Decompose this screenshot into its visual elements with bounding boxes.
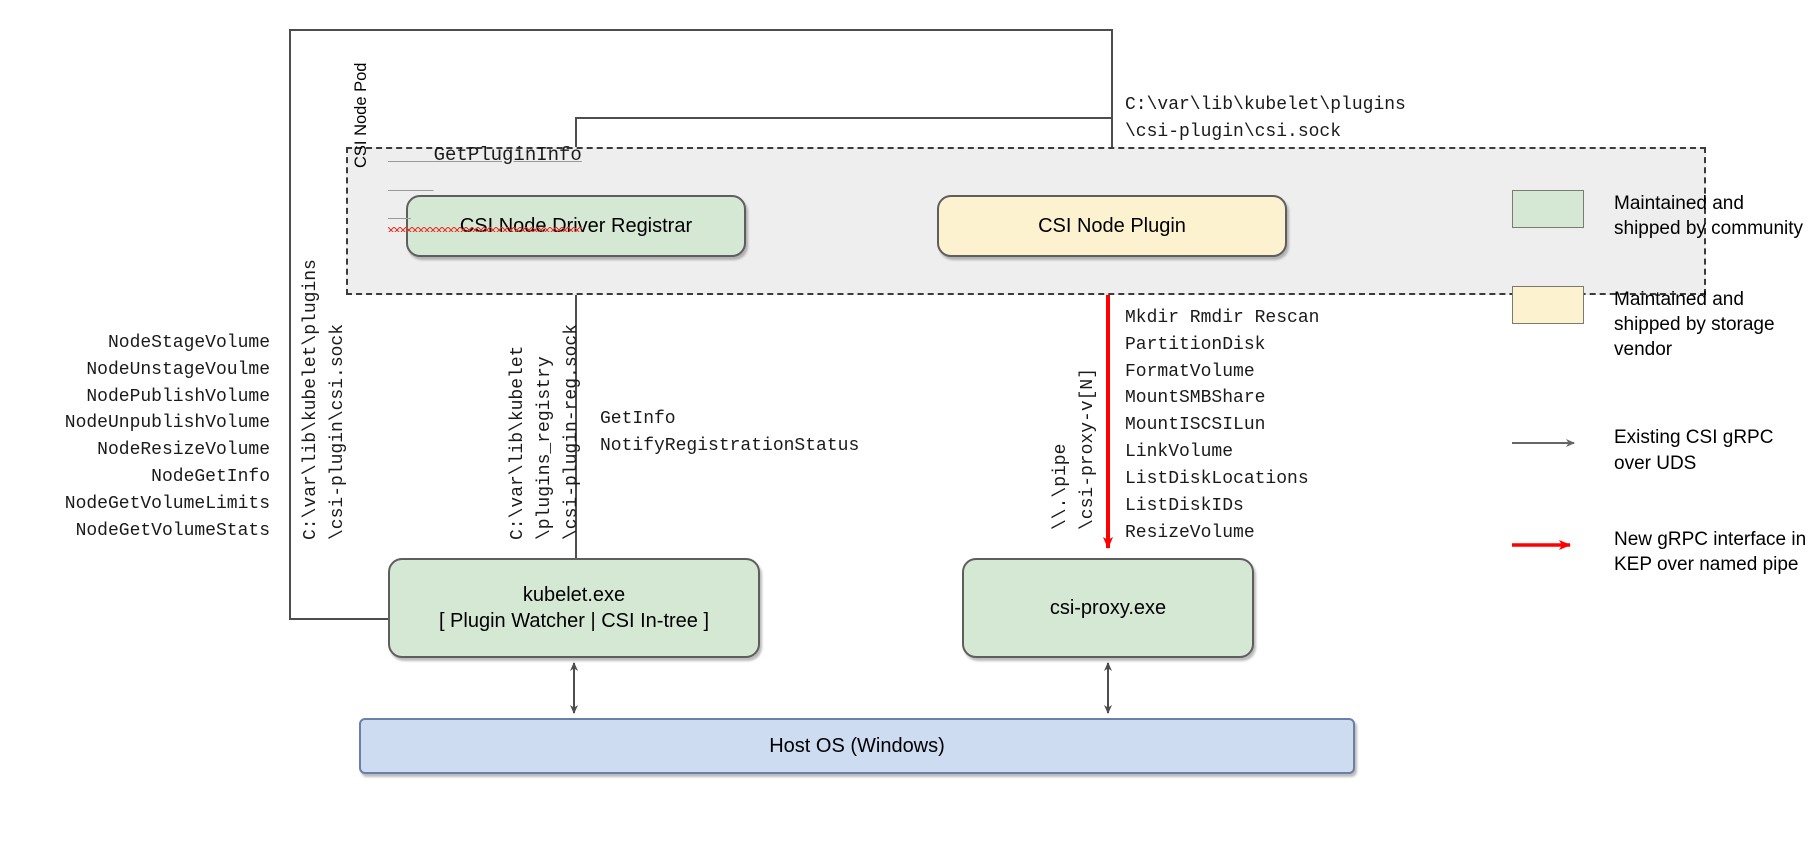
legend-arrow-red-icon — [1512, 526, 1584, 564]
label-registration-rpc-list: GetInfo NotifyRegistrationStatus — [600, 409, 860, 456]
box-csi-proxy-label: csi-proxy.exe — [1049, 596, 1167, 619]
legend-item-new-grpc: New gRPC interface in KEP over named pip… — [1512, 526, 1812, 578]
legend-item-existing-grpc-label: Existing CSI gRPC over UDS — [1614, 427, 1774, 474]
box-csi-proxy-exe[interactable]: csi-proxy.exe — [962, 558, 1254, 658]
spellcheck-squiggle-underline — [388, 227, 582, 233]
label-node-service-rpc-list: NodeStageVolume NodeUnstageVoulme NodePu… — [64, 333, 270, 541]
legend-swatch-green-icon — [1512, 190, 1584, 228]
label-csi-proxy-api-list: Mkdir Rmdir Rescan PartitionDisk FormatV… — [1125, 308, 1320, 543]
legend: Maintained and shipped by community Main… — [1512, 190, 1812, 601]
label-get-plugin-info: GetPluginInfo — [388, 113, 582, 233]
label-named-pipe-path: \\.\pipe \csi-proxy-v[N] — [1051, 367, 1098, 530]
legend-item-community-label: Maintained and shipped by community — [1614, 193, 1804, 240]
legend-item-vendor-label: Maintained and shipped by storage vendor — [1614, 288, 1775, 361]
legend-item-community: Maintained and shipped by community — [1512, 190, 1812, 242]
box-kubelet-title: kubelet.exe — [522, 583, 626, 606]
legend-item-new-grpc-label: New gRPC interface in KEP over named pip… — [1614, 528, 1807, 576]
legend-item-vendor: Maintained and shipped by storage vendor — [1512, 285, 1812, 363]
box-csi-node-driver-registrar[interactable]: CSI Node Driver Registrar — [406, 195, 746, 257]
box-host-os[interactable]: Host OS (Windows) — [359, 718, 1355, 774]
legend-arrow-gray-icon — [1512, 424, 1584, 462]
label-csi-sock-path: C:\var\lib\kubelet\plugins \csi-plugin\c… — [1125, 95, 1406, 142]
label-left-csi-socket-path: C:\var\lib\kubelet\plugins \csi-plugin\c… — [301, 259, 348, 540]
label-get-plugin-info-text: GetPluginInfo — [433, 144, 582, 167]
legend-item-existing-grpc: Existing CSI gRPC over UDS — [1512, 424, 1812, 476]
csi-node-pod-label: CSI Node Pod — [352, 62, 370, 168]
box-kubelet-subtitle: [ Plugin Watcher | CSI In-tree ] — [438, 610, 710, 632]
box-kubelet-exe[interactable]: kubelet.exe [ Plugin Watcher | CSI In-tr… — [388, 558, 760, 658]
box-csi-node-plugin-label: CSI Node Plugin — [1038, 214, 1186, 237]
box-host-os-label: Host OS (Windows) — [769, 734, 945, 757]
legend-swatch-yellow-icon — [1512, 285, 1584, 324]
box-csi-node-plugin[interactable]: CSI Node Plugin — [937, 195, 1287, 257]
label-plugin-registry-socket-path: C:\var\lib\kubelet \plugins_registry \cs… — [508, 323, 582, 540]
